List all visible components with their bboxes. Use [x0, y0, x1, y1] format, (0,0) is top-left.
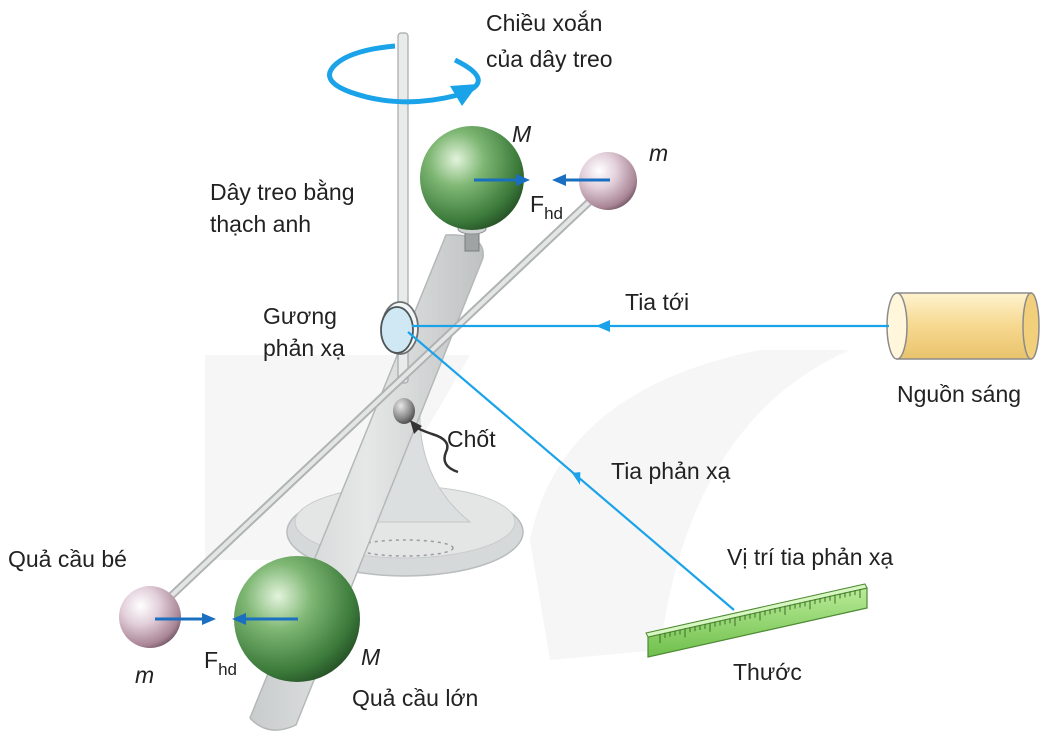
ruler-label: Thước — [733, 659, 802, 685]
force-label-lower-main: F — [204, 647, 218, 673]
ruler — [645, 583, 868, 658]
force-label-upper-sub: hd — [544, 204, 563, 223]
light-source-label: Nguồn sáng — [897, 381, 1021, 407]
pivot-label: Chốt — [447, 426, 496, 452]
pivot-pin — [393, 398, 415, 424]
small-sphere-lower — [119, 586, 181, 648]
twist-direction-arrow — [327, 43, 481, 106]
force-arrows-upper — [474, 174, 610, 186]
quartz-fiber-label-2: thạch anh — [210, 211, 311, 237]
quartz-fiber-label-1: Dây treo bằng — [210, 179, 354, 205]
force-label-upper: Fhd — [530, 191, 563, 223]
force-label-lower: Fhd — [204, 647, 237, 679]
force-label-upper-main: F — [530, 191, 544, 217]
twist-direction-label-2: của dây treo — [486, 46, 613, 72]
mass-label-lower-small: m — [135, 662, 154, 688]
incident-ray — [412, 320, 889, 332]
large-sphere-upper — [420, 126, 524, 230]
incident-ray-label: Tia tới — [625, 289, 689, 315]
mass-label-upper-large: M — [512, 121, 532, 147]
reflected-ray-label: Tia phản xạ — [611, 458, 731, 484]
mirror-label-1: Gương — [263, 303, 337, 329]
twist-direction-label-1: Chiều xoắn — [486, 10, 602, 36]
mass-label-lower-large: M — [361, 644, 381, 670]
mirror — [380, 301, 419, 355]
large-sphere-label: Quả cầu lớn — [352, 685, 478, 711]
mass-label-upper-small: m — [649, 140, 668, 166]
reflected-position-label: Vị trí tia phản xạ — [727, 544, 893, 570]
quartz-fiber — [397, 32, 409, 384]
light-source — [886, 292, 1040, 360]
small-sphere-label: Quả cầu bé — [8, 546, 127, 572]
mirror-label-2: phản xạ — [263, 335, 345, 361]
pivot-pointer-arrow — [413, 424, 459, 474]
reflected-ray — [407, 331, 735, 611]
force-label-lower-sub: hd — [218, 660, 237, 679]
force-arrows-lower — [155, 613, 298, 625]
